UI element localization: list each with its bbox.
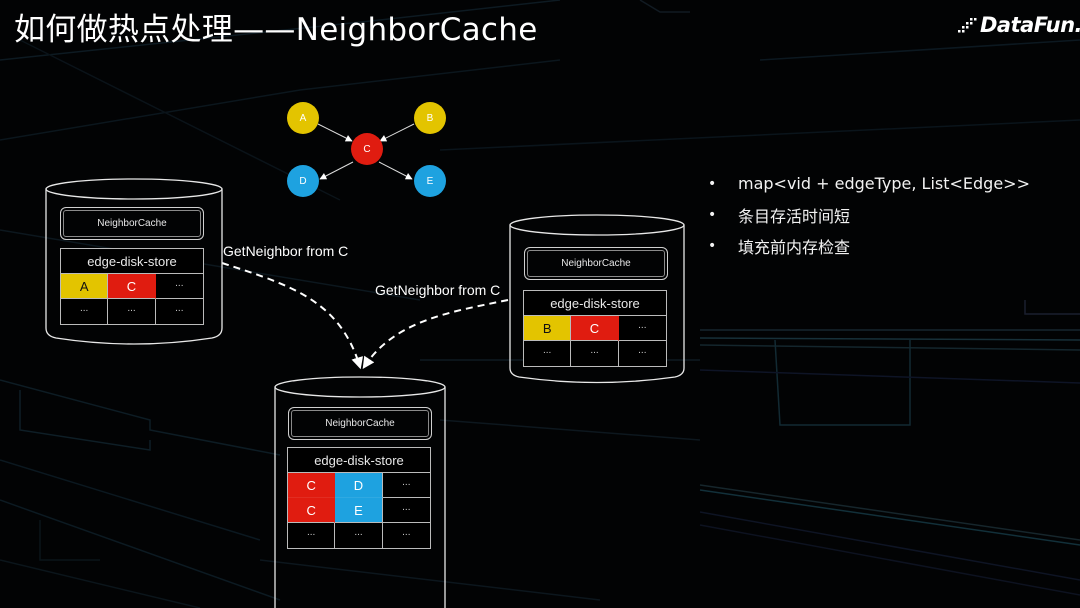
logo-text: DataFun.	[980, 13, 1080, 37]
edge-disk-store-label: edge-disk-store	[288, 448, 430, 473]
store-cell: ...	[61, 299, 109, 324]
bullet-item: • 填充前内存检查	[704, 230, 1030, 261]
edge-disk-store-label: edge-disk-store	[61, 249, 203, 274]
store-cell: ...	[524, 341, 572, 366]
store-cell: A	[61, 274, 109, 299]
store-cell: C	[288, 473, 336, 498]
cylinder-shape	[509, 214, 685, 384]
bullet-dot-icon: •	[708, 206, 717, 223]
bullet-dot-icon: •	[708, 175, 717, 192]
store-cell: ...	[175, 303, 184, 314]
get-neighbor-label-right: GetNeighbor from C	[375, 282, 501, 298]
node-label: D	[299, 175, 307, 187]
store-cell: C	[288, 498, 336, 523]
bullet-text: 条目存活时间短	[738, 206, 851, 226]
store-cell: ...	[402, 527, 411, 538]
store-cell: ...	[155, 274, 203, 299]
datafun-dots-icon	[958, 18, 977, 33]
bullet-text: 填充前内存检查	[738, 237, 851, 257]
graph-node-a: A	[287, 102, 319, 134]
store-cell: E	[335, 498, 383, 523]
cylinder-shape	[274, 376, 446, 608]
bullet-text: map<vid + edgeType, List<Edge>>	[738, 174, 1030, 193]
neighbor-cache-box: NeighborCache	[524, 247, 668, 280]
bullet-item: • map<vid + edgeType, List<Edge>>	[704, 168, 1030, 199]
store-cell: ...	[638, 345, 647, 356]
node-label: A	[299, 112, 307, 124]
node-label: B	[426, 112, 434, 124]
graph-node-e: E	[414, 165, 446, 197]
store-cell: ...	[382, 473, 430, 498]
store-cell: ...	[571, 341, 619, 366]
neighbor-cache-label: NeighborCache	[561, 258, 631, 269]
store-cell: ...	[618, 316, 666, 341]
store-cell: D	[335, 473, 383, 498]
edge-disk-store-label: edge-disk-store	[524, 291, 666, 316]
graph-node-b: B	[414, 102, 446, 134]
store-cell: B	[524, 316, 572, 341]
store-cell: C	[571, 316, 619, 341]
neighbor-cache-label: NeighborCache	[97, 218, 167, 229]
store-cell: ...	[335, 523, 383, 548]
store-cell: ...	[288, 523, 336, 548]
datafun-logo: DataFun.	[956, 10, 1080, 40]
slide-title: 如何做热点处理——NeighborCache	[14, 12, 538, 48]
store-cell: ...	[382, 498, 430, 523]
store-cell: ...	[108, 299, 156, 324]
cylinder-shape	[45, 178, 223, 345]
graph-node-d: D	[287, 165, 319, 197]
neighbor-cache-box: NeighborCache	[288, 407, 432, 440]
store-cell: C	[108, 274, 156, 299]
neighbor-cache-label: NeighborCache	[325, 418, 395, 429]
graph-node-c: C	[351, 133, 383, 165]
bullet-item: • 条目存活时间短	[704, 199, 1030, 230]
node-label: C	[363, 143, 371, 155]
bullet-list: • map<vid + edgeType, List<Edge>> • 条目存活时间…	[704, 168, 1030, 261]
bullet-dot-icon: •	[708, 237, 717, 254]
get-neighbor-label-left: GetNeighbor from C	[223, 243, 349, 259]
neighbor-cache-box: NeighborCache	[60, 207, 204, 240]
node-label: E	[426, 175, 434, 187]
